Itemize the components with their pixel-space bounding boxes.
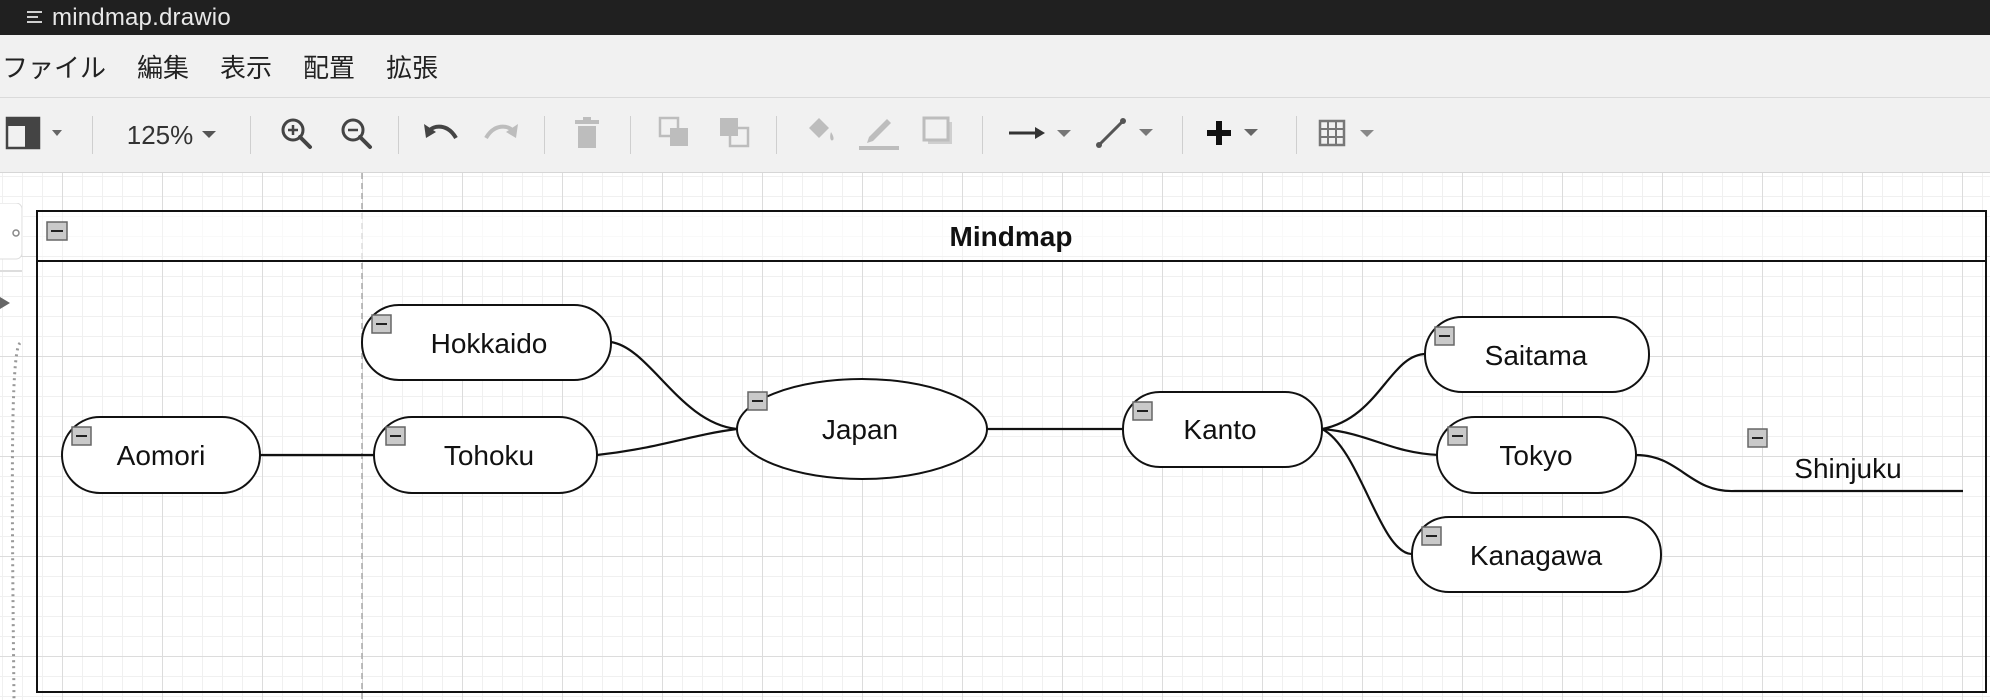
waypoints-button[interactable] [1092, 98, 1162, 172]
node-label: Shinjuku [1794, 453, 1901, 484]
node-label: Kanagawa [1470, 540, 1603, 571]
zoom-dropdown[interactable]: 125% [112, 98, 232, 172]
node-label: Hokkaido [431, 328, 548, 359]
node-hokkaido[interactable]: Hokkaido [361, 304, 612, 381]
format-panel-icon [4, 113, 70, 158]
mindmap-diagram: Mindmap Aomori [36, 173, 1987, 700]
node-japan[interactable]: Japan [736, 378, 988, 480]
node-label: Kanto [1183, 414, 1256, 445]
zoom-out-button[interactable] [334, 98, 378, 172]
node-saitama[interactable]: Saitama [1424, 316, 1650, 393]
menu-arrange[interactable]: 配置 [303, 53, 356, 84]
mindmap-edges [260, 340, 1963, 556]
shapes-panel-edge[interactable] [0, 202, 23, 700]
node-label: Saitama [1485, 340, 1588, 371]
waypoints-icon [1093, 115, 1161, 156]
node-label: Tohoku [444, 440, 534, 471]
table-button[interactable] [1316, 98, 1386, 172]
node-label: Japan [822, 414, 898, 445]
node-aomori[interactable]: Aomori [61, 416, 261, 494]
delete-button[interactable] [564, 98, 610, 172]
undo-button[interactable] [418, 98, 464, 172]
menu-view[interactable]: 表示 [220, 53, 273, 84]
redo-button[interactable] [478, 98, 524, 172]
redo-icon [482, 118, 520, 153]
menu-edit[interactable]: 編集 [137, 53, 190, 84]
document-icon [26, 9, 44, 27]
zoom-level: 125% [126, 119, 194, 150]
connection-icon [1005, 123, 1075, 148]
fill-color-icon [801, 116, 837, 155]
node-label: Aomori [117, 440, 206, 471]
container-collapse-icon[interactable] [46, 221, 68, 241]
connection-style-button[interactable] [1002, 98, 1078, 172]
node-kanagawa[interactable]: Kanagawa [1411, 516, 1662, 593]
to-front-icon [658, 116, 692, 155]
node-shinjuku[interactable]: Shinjuku [1747, 428, 1902, 484]
to-back-button[interactable] [712, 98, 758, 172]
node-tokyo[interactable]: Tokyo [1436, 416, 1637, 494]
node-kanto[interactable]: Kanto [1122, 391, 1323, 468]
to-back-icon [718, 116, 752, 155]
zoom-in-icon [279, 116, 313, 155]
undo-icon [422, 118, 460, 153]
node-label: Tokyo [1499, 440, 1572, 471]
node-tohoku[interactable]: Tohoku [373, 416, 598, 494]
zoom-in-button[interactable] [274, 98, 318, 172]
diagram-canvas[interactable]: Mindmap Aomori [0, 173, 1990, 700]
line-color-button[interactable] [856, 98, 902, 172]
title-bar: mindmap.drawio [0, 0, 1990, 35]
line-color-icon [859, 115, 899, 156]
insert-icon [1206, 118, 1268, 153]
menu-extras[interactable]: 拡張 [386, 53, 439, 84]
shadow-icon [922, 116, 956, 155]
shadow-button[interactable] [916, 98, 962, 172]
zoom-out-icon [339, 116, 373, 155]
table-icon [1318, 118, 1384, 153]
insert-button[interactable] [1202, 98, 1272, 172]
mindmap-container[interactable]: Mindmap [36, 210, 1987, 693]
container-title: Mindmap [950, 221, 1073, 252]
menu-file[interactable]: ファイル [2, 53, 107, 84]
to-front-button[interactable] [652, 98, 698, 172]
delete-icon [572, 116, 602, 155]
toolbar: 125% [0, 98, 1990, 173]
format-panel-button[interactable] [2, 98, 72, 172]
chevron-down-icon [201, 126, 217, 144]
fill-color-button[interactable] [796, 98, 842, 172]
menu-bar: ファイル 編集 表示 配置 拡張 [0, 35, 1990, 98]
window-title: mindmap.drawio [52, 3, 231, 31]
